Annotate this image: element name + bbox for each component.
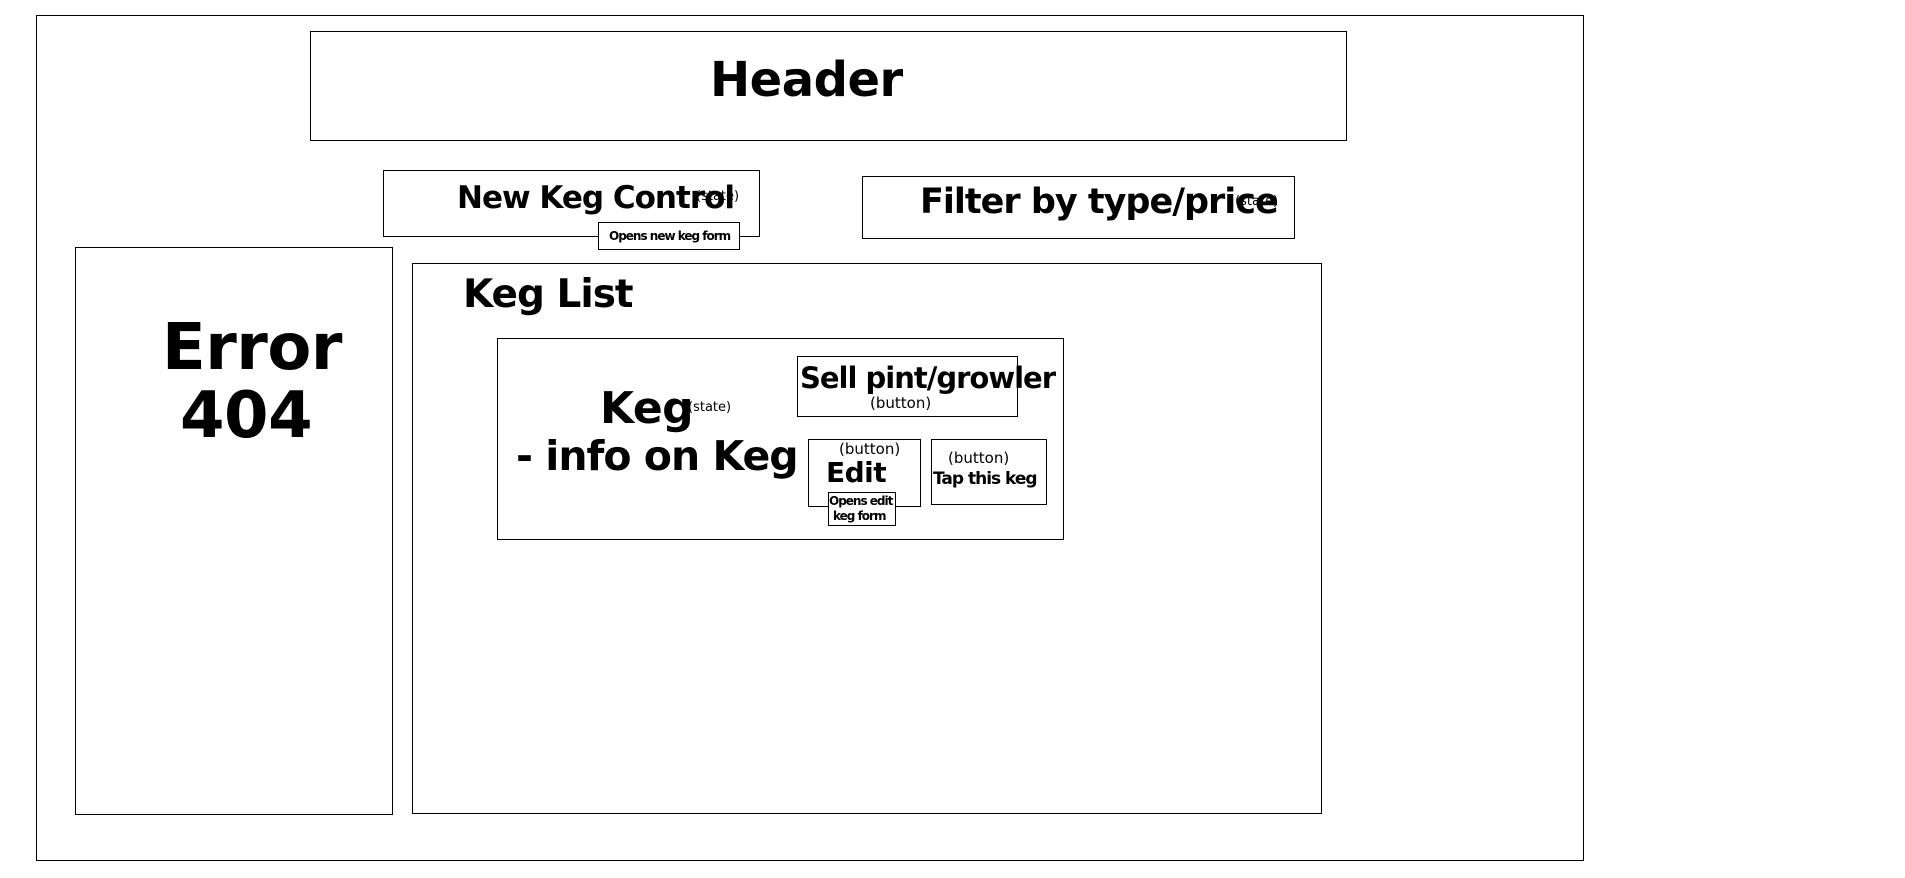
error-text: Error xyxy=(162,311,342,385)
edit-button-kind-note: (button) xyxy=(839,440,901,458)
opens-edit-keg-form-note-box xyxy=(828,492,896,526)
sell-button-kind-note: (button) xyxy=(870,394,932,412)
tap-this-keg-button[interactable] xyxy=(931,439,1047,505)
new-keg-control-title: New Keg Control xyxy=(457,180,735,216)
opens-edit-note-line1: Opens edit xyxy=(829,494,893,508)
tap-button-label: Tap this keg xyxy=(933,469,1038,489)
new-keg-control-state-note: (state) xyxy=(696,189,740,204)
header-box xyxy=(310,31,1347,141)
keg-state-note: (state) xyxy=(688,400,732,415)
sell-button-label: Sell pint/growler xyxy=(800,361,1056,395)
filter-state-note: (state) xyxy=(1235,194,1279,209)
opens-new-keg-form-note-box xyxy=(598,222,740,250)
error-panel-box xyxy=(75,247,393,815)
opens-edit-note-line2: keg form xyxy=(833,509,886,523)
keg-info: - info on Keg xyxy=(516,432,799,480)
header-title: Header xyxy=(710,52,903,108)
keg-title: Keg xyxy=(600,383,694,434)
error-code: 404 xyxy=(180,379,313,453)
filter-title: Filter by type/price xyxy=(920,182,1279,222)
filter-box[interactable] xyxy=(862,176,1295,239)
sell-pint-growler-button[interactable] xyxy=(797,356,1018,417)
keg-list-title: Keg List xyxy=(463,272,634,317)
tap-button-kind-note: (button) xyxy=(948,449,1010,467)
edit-button-label: Edit xyxy=(826,456,887,489)
opens-new-keg-form-note: Opens new keg form xyxy=(609,229,731,243)
